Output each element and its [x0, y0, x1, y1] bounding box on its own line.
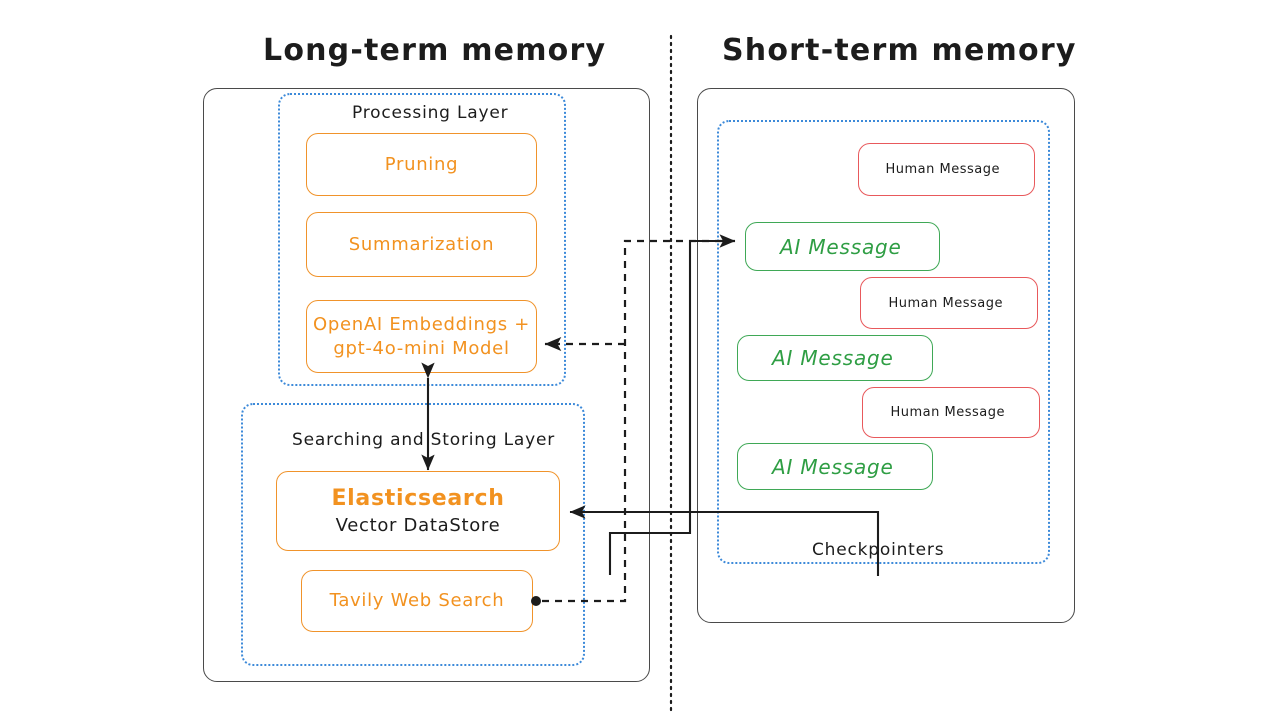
- node-pruning[interactable]: Pruning: [306, 133, 537, 196]
- message-human-1[interactable]: Human Message: [858, 143, 1035, 196]
- node-summarization[interactable]: Summarization: [306, 212, 537, 277]
- message-human-2-label: Human Message: [888, 295, 1003, 311]
- node-elasticsearch[interactable]: Elasticsearch Vector DataStore: [276, 471, 560, 551]
- node-pruning-label: Pruning: [384, 153, 459, 175]
- node-openai-embeddings[interactable]: OpenAI Embeddings + gpt-4o-mini Model: [306, 300, 537, 373]
- message-human-2[interactable]: Human Message: [860, 277, 1038, 329]
- checkpointers-label: Checkpointers: [806, 540, 951, 560]
- node-summarization-label: Summarization: [348, 233, 495, 255]
- page-title-short-term-memory: Short-term memory: [722, 33, 1077, 68]
- processing-layer-title: Processing Layer: [352, 103, 509, 123]
- message-ai-1[interactable]: AI Message: [745, 222, 940, 271]
- message-human-3[interactable]: Human Message: [862, 387, 1040, 438]
- message-ai-2[interactable]: AI Message: [737, 335, 933, 381]
- message-ai-3[interactable]: AI Message: [737, 443, 933, 490]
- page-title-long-term-memory: Long-term memory: [263, 33, 607, 68]
- message-ai-1-label: AI Message: [780, 234, 902, 259]
- message-ai-3-label: AI Message: [772, 454, 894, 479]
- message-ai-2-label: AI Message: [772, 346, 894, 370]
- node-tavily-web-search-label: Tavily Web Search: [329, 590, 505, 612]
- message-human-3-label: Human Message: [890, 405, 1005, 420]
- node-elasticsearch-sublabel: Vector DataStore: [335, 514, 501, 536]
- message-human-1-label: Human Message: [885, 162, 1000, 177]
- node-tavily-web-search[interactable]: Tavily Web Search: [301, 570, 533, 632]
- node-elasticsearch-label: Elasticsearch: [331, 486, 505, 511]
- searching-and-storing-layer-title: Searching and Storing Layer: [292, 430, 556, 450]
- node-openai-embeddings-label: OpenAI Embeddings + gpt-4o-mini Model: [313, 314, 530, 359]
